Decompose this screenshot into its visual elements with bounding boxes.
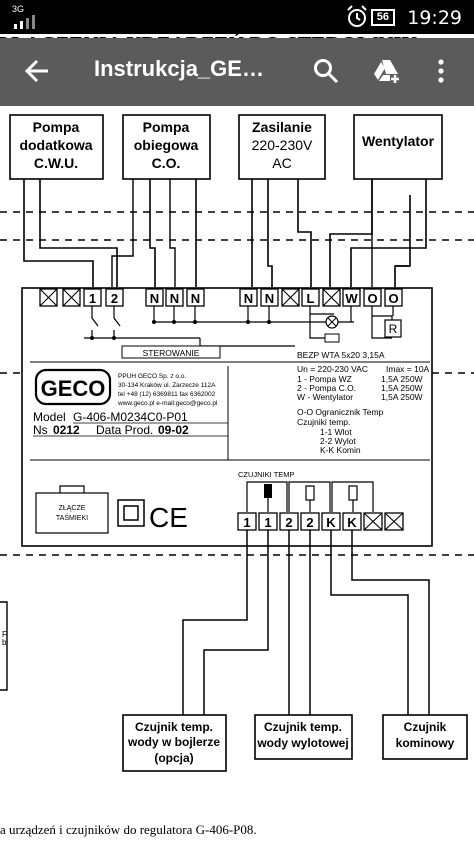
legend-line-4: 2-2 Wylot xyxy=(320,436,356,446)
pump-co-label-2: obiegowa xyxy=(134,137,199,153)
clock: 19:29 xyxy=(407,7,462,29)
spec-row-1-value: 1,5A 250W xyxy=(381,374,423,384)
model-value: G-406-M0234C0-P01 xyxy=(73,410,188,424)
company-phone: tel +48 (12) 6369811 fax 6362002 xyxy=(118,391,216,398)
spec-row-1-label: 1 - Pompa WZ xyxy=(297,374,352,384)
terminal-o1: O xyxy=(367,291,377,306)
legend-line-2: Czujniki temp. xyxy=(297,417,350,427)
boiler-sensor-label-2: wody w bojlerze xyxy=(127,735,220,749)
spec-imax: Imax = 10A xyxy=(386,364,430,374)
wiring-diagram: F b Pompa dodatkowa C.W.U. Pompa obiegow… xyxy=(0,114,474,772)
pump-co-label-3: C.O. xyxy=(152,155,181,171)
chimney-sensor-label-2: kominowy xyxy=(396,736,455,750)
network-type-label: 3G xyxy=(12,4,25,14)
company-web: www.geco.pl e-mail:geco@geco.pl xyxy=(117,400,218,407)
pump-dhw-label-3: C.W.U. xyxy=(34,155,78,171)
outlet-sensor-label-1: Czujnik temp. xyxy=(264,720,342,734)
ce-mark: CE xyxy=(149,502,188,533)
app-toolbar: Instrukcja_GE… xyxy=(0,38,474,106)
terminal-n5: N xyxy=(265,291,274,306)
pump-dhw-label-1: Pompa xyxy=(33,119,80,135)
geco-logo: GECO xyxy=(41,376,106,401)
spec-row-3-label: W - Wentylator xyxy=(297,392,353,402)
terminal-o2: O xyxy=(388,291,398,306)
outlet-sensor-label-2: wody wylotowej xyxy=(256,736,348,750)
bottom-terminal-ka: K xyxy=(326,515,336,530)
legend-line-1: O-O Ogranicznik Temp xyxy=(297,407,384,417)
more-options-icon[interactable] xyxy=(436,58,446,84)
sensor-1-icon xyxy=(264,484,272,498)
fan-label: Wentylator xyxy=(362,133,435,149)
legend-line-3: 1-1 Wlot xyxy=(320,427,352,437)
signal-icon xyxy=(14,15,35,29)
terminal-n3: N xyxy=(191,291,200,306)
czujniki-temp-label: CZUJNIKI TEMP xyxy=(238,470,295,479)
sensor-2-icon xyxy=(305,485,315,501)
terminal-1: 1 xyxy=(89,291,96,306)
supply-label-3: AC xyxy=(272,155,291,171)
company-address: 30-134 Kraków ul. Zarzecze 112A xyxy=(118,382,216,389)
spec-un: Un = 220-230 VAC xyxy=(297,364,368,374)
terminal-n1: N xyxy=(150,291,159,306)
data-prod-value: 09-02 xyxy=(158,423,189,437)
add-to-drive-icon[interactable] xyxy=(373,58,401,84)
bottom-terminal-1b: 1 xyxy=(264,515,271,530)
terminal-2: 2 xyxy=(111,291,118,306)
spec-row-3-value: 1,5A 250W xyxy=(381,392,423,402)
fuse-rating: BEZP WTA 5x20 3,15A xyxy=(297,350,385,360)
battery-indicator: 56 xyxy=(370,9,395,26)
model-label: Model xyxy=(33,410,66,424)
back-arrow-icon[interactable] xyxy=(24,58,50,84)
sterowanie-label: STEROWANIE xyxy=(143,348,200,358)
supply-label-2: 220-230V xyxy=(252,137,313,153)
ns-value: 0212 xyxy=(53,423,80,437)
boiler-sensor-label-3: (opcja) xyxy=(154,751,193,765)
zlacze-label-2: TAŚMIEKI xyxy=(56,513,88,522)
terminal-n4: N xyxy=(244,291,253,306)
bottom-terminal-2a: 2 xyxy=(285,515,292,530)
relay-label: R xyxy=(389,322,398,336)
fuse-icon xyxy=(324,333,340,343)
figure-caption: a urządzeń i czujników do regulatora G-4… xyxy=(0,822,257,837)
supply-label-1: Zasilanie xyxy=(252,119,312,135)
company-name: PPUH GECO Sp. z o.o. xyxy=(118,373,186,380)
spec-row-2-value: 1,5A 250W xyxy=(381,383,423,393)
search-icon[interactable] xyxy=(313,58,339,84)
bottom-terminal-1a: 1 xyxy=(243,515,250,530)
ns-label: Ns xyxy=(33,423,48,437)
sensor-3-icon xyxy=(348,485,358,501)
alarm-clock-icon xyxy=(347,5,367,27)
svg-text:b: b xyxy=(2,638,7,647)
pump-co-label-1: Pompa xyxy=(143,119,190,135)
terminal-l: L xyxy=(307,291,315,306)
svg-text:F: F xyxy=(2,630,7,639)
terminal-n2: N xyxy=(170,291,179,306)
bottom-terminal-2b: 2 xyxy=(306,515,313,530)
chimney-sensor-label-1: Czujnik xyxy=(404,720,447,734)
bottom-terminal-kb: K xyxy=(347,515,357,530)
insulation-class-icon xyxy=(117,499,145,527)
status-bar: 3G 56 19:29 xyxy=(0,0,474,34)
document-title: Instrukcja_GE… xyxy=(94,56,264,81)
relay-box xyxy=(384,319,402,338)
data-prod-label: Data Prod. xyxy=(96,423,153,437)
zlacze-label-1: ZŁĄCZE xyxy=(59,505,86,512)
pump-dhw-label-2: dodatkowa xyxy=(19,137,92,153)
spec-row-2-label: 2 - Pompa C.O. xyxy=(297,383,356,393)
boiler-sensor-label-1: Czujnik temp. xyxy=(135,720,213,734)
terminal-w: W xyxy=(345,291,358,306)
legend-line-5: K-K Komin xyxy=(320,445,361,455)
